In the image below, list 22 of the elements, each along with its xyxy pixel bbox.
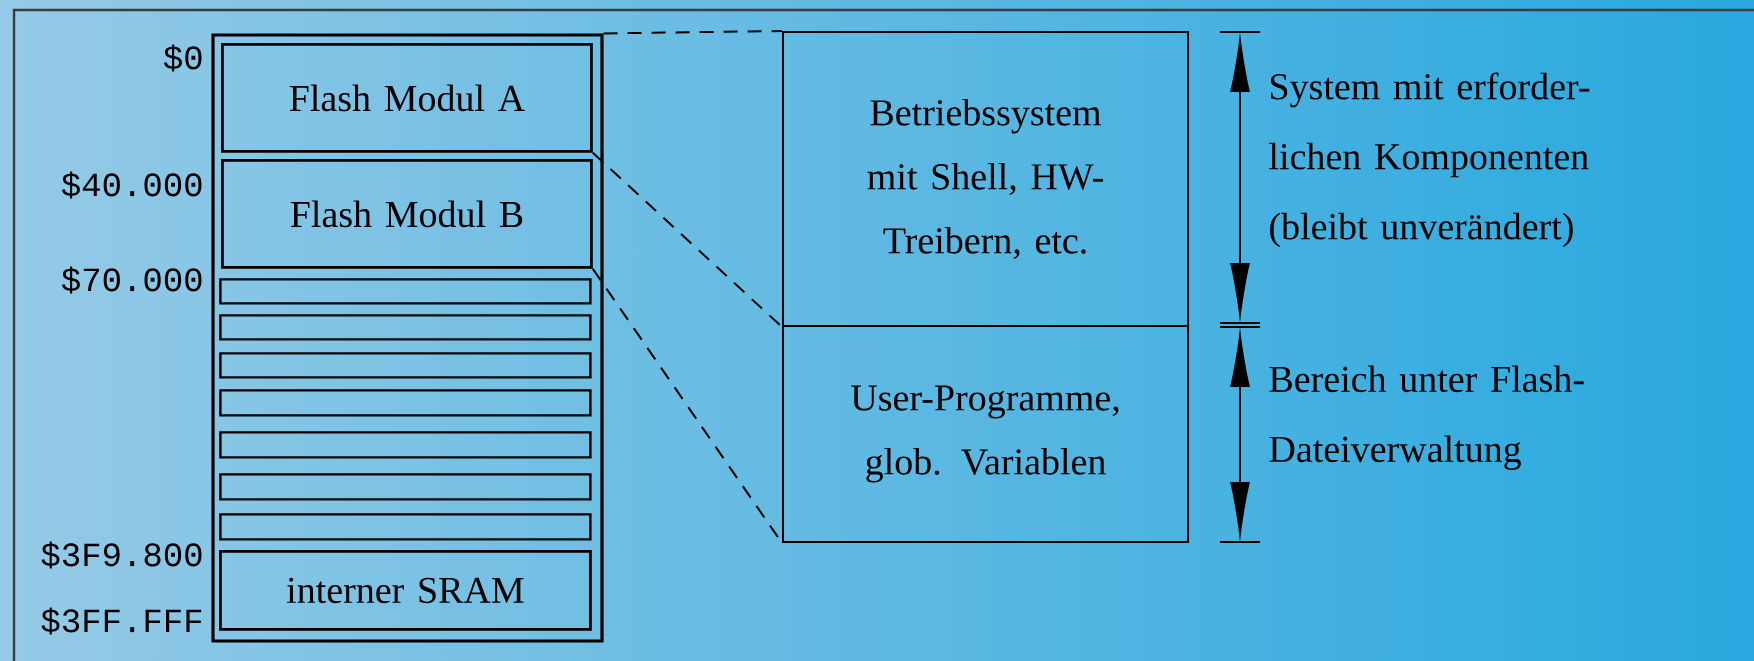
- memory-region-box: Betriebssystem mit Shell, HW-Treibern, etc.: [782, 31, 1189, 327]
- dashed-line: [602, 30, 783, 35]
- address-label: $3FF.FFF: [41, 607, 202, 635]
- memory-bar: [219, 473, 592, 501]
- memory-block: Flash Modul B: [221, 159, 593, 269]
- memory-region-box: User-Programme, glob. Variablen: [782, 325, 1189, 543]
- address-label: $0: [163, 44, 202, 72]
- address-label: $3F9.800: [41, 541, 202, 569]
- memory-block: Flash Modul A: [221, 43, 593, 153]
- description-text: Bereich unter Flash- Dateiverwaltung: [1269, 365, 1584, 470]
- memory-bar: [219, 278, 592, 305]
- description-text: System mit erforder- lichen Komponenten (bleibt unverändert): [1269, 72, 1590, 248]
- memory-column: [211, 33, 604, 643]
- memory-bar: [219, 431, 592, 459]
- memory-bar: [219, 314, 592, 341]
- memory-block: interner SRAM: [219, 550, 592, 631]
- memory-bar: [219, 513, 592, 541]
- memory-bar: [219, 352, 592, 379]
- address-label: $40.000: [61, 171, 202, 199]
- address-label: $70.000: [61, 266, 202, 294]
- dashed-line: [591, 151, 783, 328]
- memory-bar: [219, 389, 592, 417]
